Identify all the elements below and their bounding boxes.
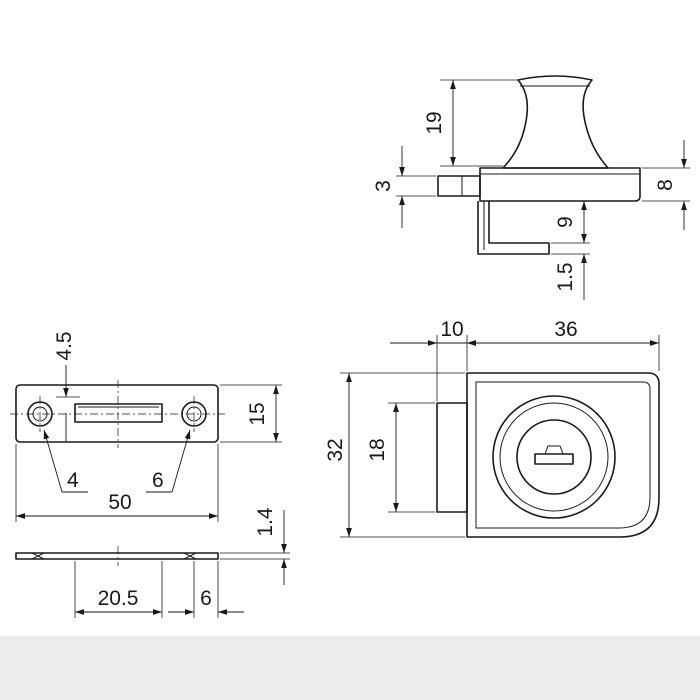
dim-pin-height: 3 <box>372 146 436 228</box>
dim-plate-thickness: 1.4 <box>220 507 290 585</box>
dim-slot-length: 20.5 <box>74 561 163 618</box>
dim-plate-hole-offset: 4.5 <box>53 331 80 442</box>
dim-hook-thickness: 1.5 <box>551 253 590 300</box>
dim-knob-height: 19 <box>423 79 518 167</box>
dim-body-width: 36 <box>467 318 660 371</box>
dim-end-offset: 6 <box>168 561 244 618</box>
dim-label-19: 19 <box>423 111 446 134</box>
hole-label-4: 4 <box>67 469 79 492</box>
dim-hook-gap: 9 <box>491 200 590 244</box>
dim-label-4-5: 4.5 <box>53 331 76 360</box>
dim-label-1-4: 1.4 <box>254 507 277 537</box>
dim-label-18: 18 <box>366 438 389 461</box>
dim-label-50: 50 <box>108 491 131 514</box>
dim-tongue-height: 18 <box>366 402 435 513</box>
dim-label-15: 15 <box>246 402 269 425</box>
strike-plate-top-view <box>10 380 225 448</box>
dim-label-36: 36 <box>554 318 577 341</box>
dim-base-height: 8 <box>642 140 690 230</box>
dim-label-20-5: 20.5 <box>98 587 139 610</box>
dim-body-offset: 10 <box>390 318 500 401</box>
hole-leaders: 4 6 <box>43 429 191 493</box>
lock-front-view <box>436 372 660 538</box>
dim-body-height: 32 <box>324 372 465 538</box>
strike-plate-side-view <box>15 546 219 566</box>
dim-label-8: 8 <box>654 179 677 191</box>
bottom-band <box>0 636 700 700</box>
dim-plate-length: 50 <box>15 444 219 522</box>
lock-side-view <box>437 75 641 255</box>
dim-label-3: 3 <box>372 180 395 192</box>
hole-label-6: 6 <box>152 469 164 492</box>
dim-label-6-end: 6 <box>200 587 212 610</box>
dim-label-9: 9 <box>554 216 577 228</box>
dim-label-32: 32 <box>324 438 347 461</box>
dim-label-1-5: 1.5 <box>554 262 577 291</box>
dim-label-10: 10 <box>440 318 463 341</box>
dim-plate-height: 15 <box>220 384 282 443</box>
